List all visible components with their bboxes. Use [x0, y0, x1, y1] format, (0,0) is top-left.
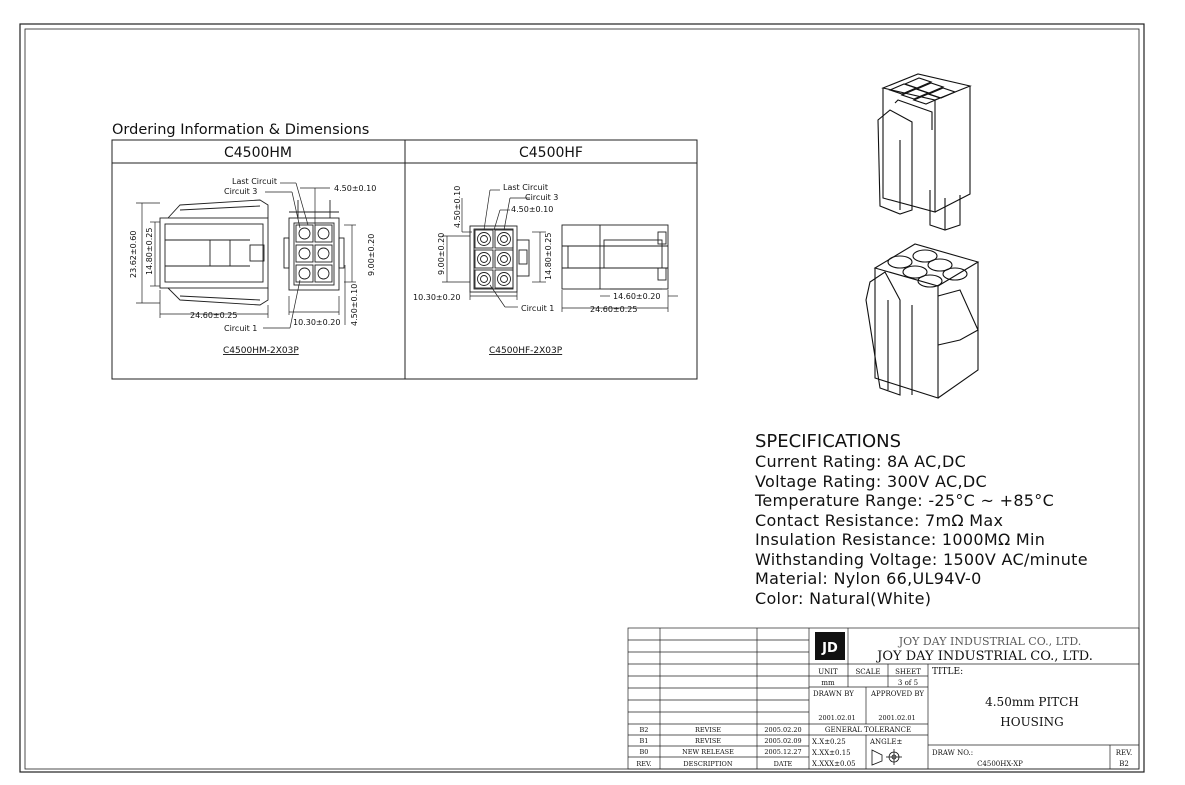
- hm-dim-pitch: 4.50±0.10: [334, 184, 376, 193]
- hm-front-view: [283, 200, 345, 291]
- drawn-by-label: DRAWN BY: [813, 690, 854, 698]
- rev-row-1-desc: REVISE: [695, 726, 721, 734]
- sheet-label: SHEET: [895, 668, 921, 676]
- rev-row-2-rev: B1: [640, 737, 649, 745]
- unit-value: mm: [821, 679, 835, 687]
- hm-dimension-lines: [136, 202, 269, 318]
- spec-line-1: Current Rating: 8A AC,DC: [755, 452, 967, 471]
- rev-row-3-rev: B0: [640, 748, 649, 756]
- approved-by-label: APPROVED BY: [870, 690, 924, 698]
- rev-row-2-date: 2005.02.09: [764, 737, 801, 745]
- rev-row-2-desc: REVISE: [695, 737, 721, 745]
- rev-row-1-date: 2005.02.20: [764, 726, 801, 734]
- general-tolerance-label: GENERAL TOLERANCE: [825, 726, 911, 734]
- rev-value: B2: [1119, 760, 1129, 768]
- drawing-no-label: DRAW NO.:: [932, 749, 973, 757]
- hm-circuit3: Circuit 3: [224, 187, 257, 196]
- rev-row-3-date: 2005.12.27: [764, 748, 801, 756]
- hf-dim-pitch-top: 4.50±0.10: [511, 205, 553, 214]
- hf-side-dims: [561, 290, 678, 312]
- company-logo: JD: [815, 632, 845, 660]
- hf-last-circuit: Last Circuit: [503, 183, 548, 192]
- hm-dim-width: 10.30±0.20: [293, 318, 340, 327]
- logo-mark: JD: [821, 641, 838, 656]
- spec-line-2: Voltage Rating: 300V AC,DC: [755, 471, 987, 491]
- hm-circuit1: Circuit 1: [224, 324, 257, 333]
- hm-dim-height: 23.62±0.60: [129, 231, 138, 278]
- hf-circuit1: Circuit 1: [521, 304, 554, 313]
- ordering-heading: Ordering Information & Dimensions: [112, 122, 369, 138]
- title-line-1: 4.50mm PITCH: [985, 695, 1079, 709]
- unit-label: UNIT: [818, 668, 838, 676]
- hf-front-dims: [442, 189, 546, 308]
- company-name-upper: JOY DAY INDUSTRIAL CO., LTD.: [898, 635, 1082, 648]
- spec-line-5: Insulation Resistance: 1000MΩ Min: [755, 530, 1046, 549]
- approved-date: 2001.02.01: [878, 714, 915, 722]
- hf-part-number: C4500HF-2X03P: [489, 346, 563, 356]
- spec-line-6: Withstanding Voltage: 1500V AC/minute: [755, 549, 1088, 569]
- hf-header: C4500HF: [519, 145, 583, 161]
- hm-dim-pitch2: 4.50±0.10: [350, 284, 359, 326]
- outer-border: [19, 23, 1145, 773]
- hm-header: C4500HM: [224, 145, 292, 161]
- hf-dim-pitch-v: 4.50±0.10: [453, 186, 462, 228]
- specifications-title: SPECIFICATIONS: [755, 431, 902, 452]
- rev-label: REV.: [1116, 749, 1132, 757]
- description-header: DESCRIPTION: [683, 760, 732, 768]
- title-label: TITLE:: [932, 667, 963, 677]
- hm-dim-right: 9.00±0.20: [367, 234, 376, 276]
- hf-circuit3: Circuit 3: [525, 193, 558, 202]
- rev-header: REV.: [636, 760, 651, 768]
- spec-line-7: Material: Nylon 66,UL94V-0: [755, 569, 982, 588]
- tolerance-1: X.X±0.25: [812, 738, 846, 746]
- hf-dim-width: 10.30±0.20: [413, 293, 460, 302]
- hm-dim-inner: 14.80±0.25: [145, 228, 154, 275]
- drawn-date: 2001.02.01: [818, 714, 855, 722]
- connector-3d-bottom: [865, 243, 980, 399]
- ordering-table: [111, 139, 698, 380]
- date-header: DATE: [774, 760, 793, 768]
- scale-label: SCALE: [856, 668, 881, 676]
- hm-last-circuit: Last Circuit: [232, 177, 277, 186]
- angle-label: ANGLE±: [869, 738, 903, 746]
- rev-row-3-desc: NEW RELEASE: [682, 748, 734, 756]
- hf-side-view: [561, 224, 669, 290]
- hm-dim-length: 24.60±0.25: [190, 311, 237, 320]
- hm-front-dims: [263, 182, 356, 329]
- hf-dim-length: 24.60±0.25: [590, 305, 637, 314]
- drawing-no: C4500HX-XP: [977, 760, 1023, 768]
- spec-line-8: Color: Natural(White): [755, 588, 932, 608]
- spec-line-4: Contact Resistance: 7mΩ Max: [755, 510, 1004, 530]
- spec-line-3: Temperature Range: -25°C ~ +85°C: [755, 491, 1055, 510]
- tolerance-3: X.XXX±0.05: [812, 760, 856, 768]
- hm-part-number: C4500HM-2X03P: [223, 346, 299, 356]
- hf-dim-left: 9.00±0.20: [437, 233, 446, 275]
- tolerance-2: X.XX±0.15: [812, 749, 851, 757]
- sheet-value: 3 of 5: [898, 679, 918, 687]
- hf-dim-inner: 14.80±0.25: [544, 233, 553, 280]
- projection-symbol-icon: [871, 749, 902, 766]
- hf-dim-inner2: 14.60±0.20: [613, 292, 660, 301]
- inner-border: [24, 28, 1140, 770]
- hm-side-view: [159, 199, 269, 306]
- connector-3d-top: [877, 73, 972, 231]
- hf-front-view: [469, 225, 530, 293]
- company-name: JOY DAY INDUSTRIAL CO., LTD.: [875, 649, 1093, 664]
- title-line-2: HOUSING: [1000, 715, 1063, 729]
- rev-row-1-rev: B2: [640, 726, 649, 734]
